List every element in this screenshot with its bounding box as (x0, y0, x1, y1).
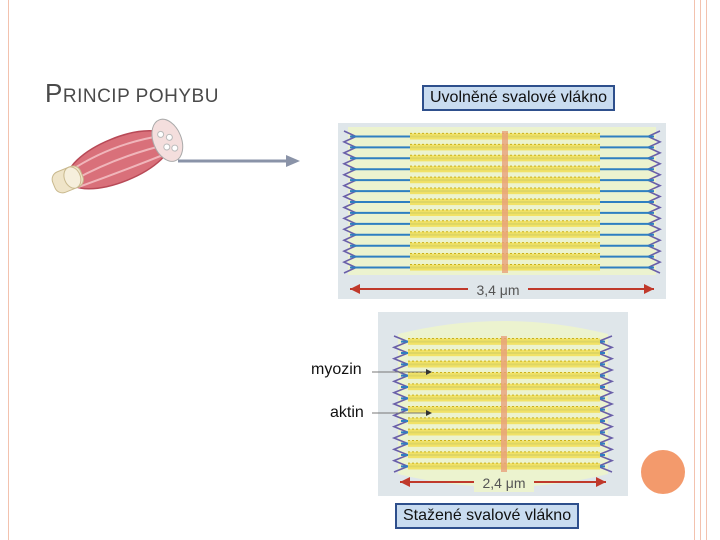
slide-frame-right (694, 0, 695, 540)
m-line (502, 131, 508, 273)
relaxed-fiber-label: Uvolněné svalové vlákno (422, 85, 615, 111)
contracted-sarcomere-diagram: 2,4 μm (378, 312, 628, 496)
myosin-pointer (372, 369, 432, 375)
slide-title: PRINCIP POHYBU (45, 78, 219, 109)
relaxed-length-label: 3,4 μm (476, 282, 519, 298)
accent-circle (641, 450, 685, 494)
slide-frame-right (706, 0, 707, 540)
slide-title-cap: P (45, 78, 63, 108)
z-line (595, 335, 615, 473)
contracted-length-label: 2,4 μm (482, 475, 525, 491)
slide-title-rest: RINCIP POHYBU (62, 86, 219, 107)
z-line (391, 335, 411, 473)
muscle-illustration (51, 118, 184, 194)
contracted-fiber-label: Stažené svalové vlákno (395, 503, 580, 529)
relaxed-sarcomere-diagram: 3,4 μm (338, 123, 666, 299)
myosin-label: myozin (311, 361, 362, 378)
m-line (501, 336, 507, 472)
slide-frame-right (700, 0, 701, 540)
pointer-arrow (178, 155, 300, 167)
actin-label: aktin (330, 404, 364, 421)
slide-frame-left (8, 0, 9, 540)
actin-pointer (372, 410, 432, 416)
